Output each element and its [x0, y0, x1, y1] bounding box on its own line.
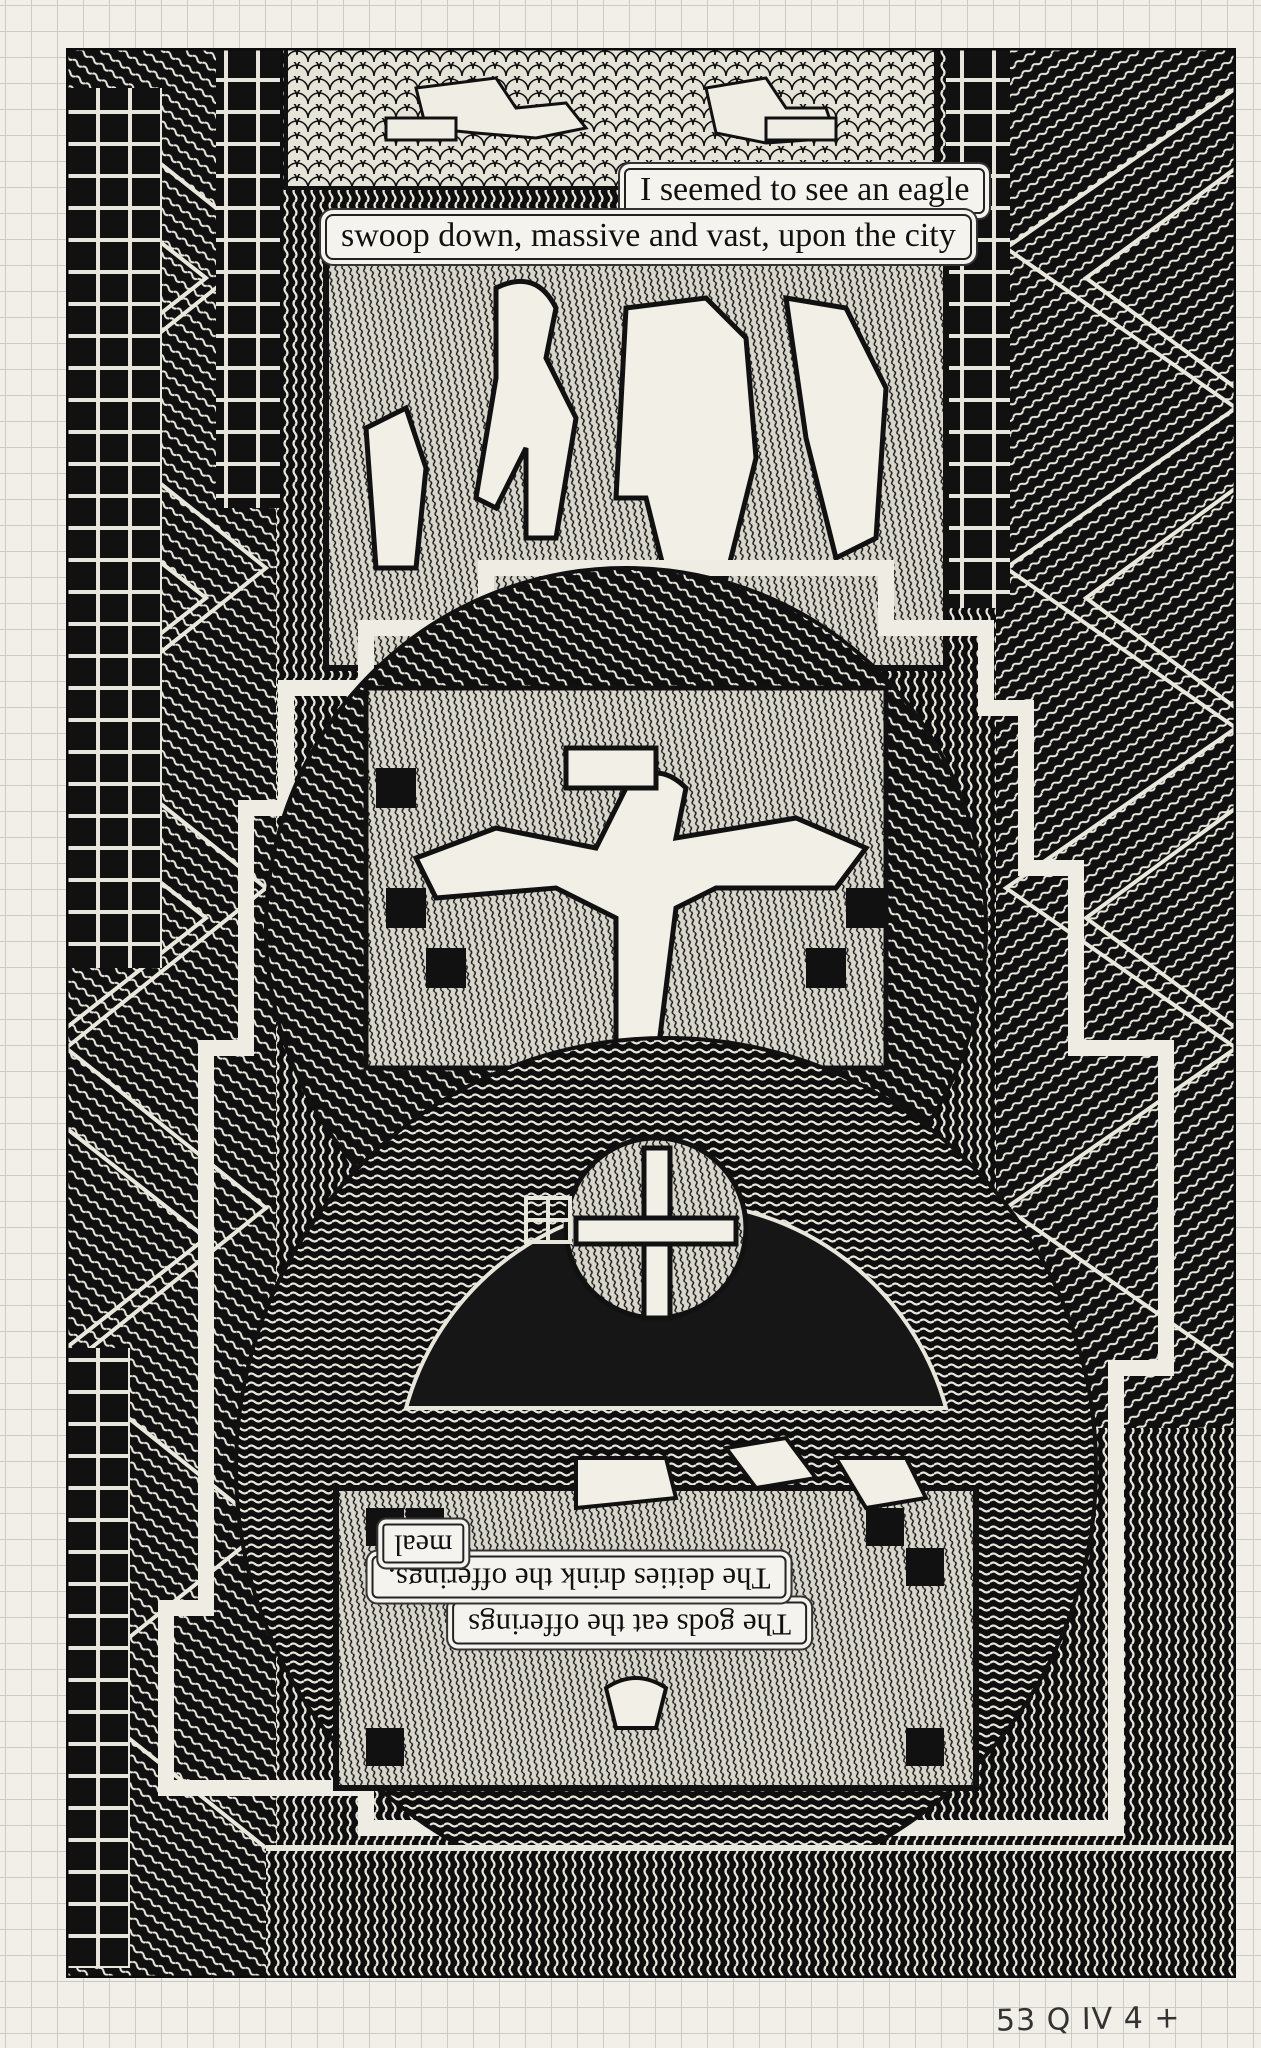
right-chevron-panel [996, 48, 1236, 1428]
lower-dome-window [524, 1196, 572, 1244]
upper-scene-figures [363, 278, 889, 581]
caption-bottom-line-3: meal [382, 1524, 465, 1564]
cross-figure [573, 1145, 739, 1321]
eagle-figure [412, 745, 870, 1071]
stepped-frame [158, 560, 1174, 1836]
bottom-band [266, 1848, 1236, 1978]
caption-top-line-2: swoop down, massive and vast, upon the c… [325, 214, 972, 260]
left-tile-column [66, 88, 162, 968]
left-lower-tiles [66, 1348, 130, 1968]
offering-figures [574, 1435, 929, 1730]
catalog-mark: 53 Q IV 4 + [995, 2000, 1181, 2039]
top-frieze-creatures [384, 76, 839, 145]
right-tile-column [946, 48, 1010, 608]
caption-top-line-1: I seemed to see an eagle [624, 168, 986, 214]
top-frieze [286, 48, 936, 188]
artwork-border [66, 48, 1236, 1978]
middle-tiles [376, 768, 886, 988]
caption-bottom-line-1: The gods eat the offerings [452, 1602, 808, 1645]
left-tile-column-2 [216, 48, 280, 508]
ink-artwork [66, 48, 1236, 1978]
